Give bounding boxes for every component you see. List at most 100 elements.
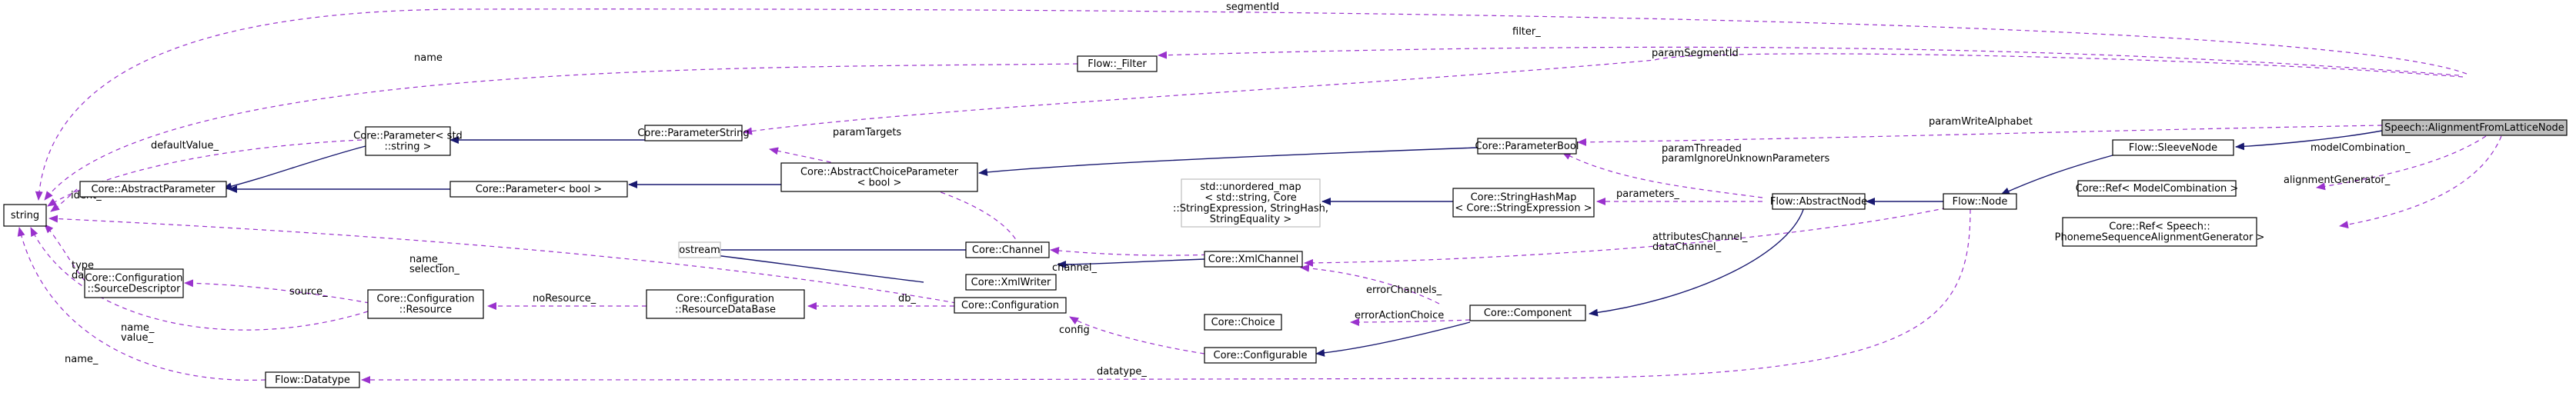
node-flow-sleeve-node[interactable]: Flow::SleeveNode [2112,139,2234,156]
node-label-line: Core::StringHashMap [1471,192,1577,204]
node-box [1204,314,1282,331]
node-core-parameter-string[interactable]: Core::ParameterString [637,125,750,141]
edge-config [1069,316,1205,354]
edge-label-line: name [414,52,443,64]
edge-filter [1158,46,2460,76]
edge-label-name: name [414,52,443,64]
node-core-ref-model-combination[interactable]: Core::Ref< ModelCombination > [2076,180,2239,197]
node-label-line: Core::Parameter< std [353,131,463,142]
edge-label-line: value_ [121,332,154,344]
edge-label-paramsegmentid: paramSegmentId [1652,48,1739,59]
node-core-parameter-bool-class[interactable]: Core::ParameterBool [1475,138,1579,155]
node-box [2062,217,2257,247]
node-box [1181,178,1321,228]
node-core-configuration-resource[interactable]: Core::Configuration::Resource [367,289,484,319]
node-label-line: Core::AbstractChoiceParameter [800,167,959,178]
node-box [367,289,484,319]
node-core-channel[interactable]: Core::Channel [965,241,1050,258]
node-core-configuration-source-descriptor[interactable]: Core::Configuration::SourceDescriptor [84,268,184,298]
node-core-xml-writer[interactable]: Core::XmlWriter [965,274,1057,291]
edge-type-data [44,224,85,281]
node-flow-filter[interactable]: Flow::_Filter [1077,55,1158,72]
node-label-line: Core::ParameterBool [1475,141,1579,152]
edge-label-line: paramTargets [833,127,901,138]
edge-label-line: paramWriteAlphabet [1929,116,2033,128]
node-core-abstract-choice-parameter[interactable]: Core::AbstractChoiceParameter< bool > [780,162,978,192]
node-core-abstract-parameter[interactable]: Core::AbstractParameter [79,181,227,198]
edge-label-line: datatype_ [1097,366,1147,378]
inheritance-edges [222,130,2383,357]
node-label-line: Flow::AbstractNode [1770,196,1867,208]
node-core-configuration[interactable]: Core::Configuration [954,297,1067,314]
edge-label-channel: channel_ [1052,262,1097,274]
node-core-configuration-resource-database[interactable]: Core::Configuration::ResourceDataBase [646,289,805,319]
node-flow-datatype[interactable]: Flow::Datatype [265,371,360,388]
node-label-line: Core::AbstractParameter [91,184,216,195]
edge-label-line: attributesChannel_ [1652,231,1748,243]
edge-label-line: paramIgnoreUnknownParameters [1662,153,1830,165]
node-box [954,297,1067,314]
node-label-line: PhonemeSequenceAlignmentGenerator > [2055,232,2265,244]
node-box [1204,251,1303,268]
node-box [449,181,628,198]
edge-source [184,279,370,304]
node-core-parameter-std-string[interactable]: Core::Parameter< std::string > [353,126,463,156]
edge-defaultvalue [47,139,363,207]
node-label-line: Core::Configuration [961,300,1059,311]
edge-label-line: errorActionChoice [1355,310,1444,321]
node-label-line: Core::XmlChannel [1208,254,1298,265]
node-box [1077,55,1158,72]
edge-label-paramtargets: paramTargets [833,127,901,138]
node-core-parameter-bool[interactable]: Core::Parameter< bool > [449,181,628,198]
node-core-string-hash-map[interactable]: Core::StringHashMap< Core::StringExpress… [1452,188,1595,218]
node-string[interactable]: string [3,204,47,227]
edge-attributeschannel [1304,205,1956,267]
edge-label-line: db_ [898,293,917,304]
node-box [678,241,721,258]
node-label-line: Core::Configuration [85,273,182,285]
edge-name-selection [48,215,982,308]
node-label-line: Core::Ref< Speech:: [2109,221,2210,233]
edge-label-line: name_ [409,254,443,265]
node-core-component[interactable]: Core::Component [1469,304,1586,321]
node-core-ref-phoneme-sequence-alignment-generator[interactable]: Core::Ref< Speech::PhonemeSequenceAlignm… [2055,217,2265,247]
node-box [780,162,978,192]
node-flow-abstract-node[interactable]: Flow::AbstractNode [1770,193,1867,210]
edge-label-line: channel_ [1052,262,1097,274]
edge-label-line: config [1059,324,1090,336]
node-ostream: ostream [678,241,721,258]
node-label-line: StringEquality > [1210,214,1292,225]
node-core-choice[interactable]: Core::Choice [1204,314,1282,331]
edge-label-noresource: noResource_ [533,293,596,304]
edge-label-db: db_ [898,293,917,304]
edge-inh-xmlwriter-to-ostream [701,251,924,283]
edge-label-line: name_ [121,322,155,334]
edge-inh-xmlchannel-to-xmlwriter [1057,258,1205,268]
node-label-line: Speech::AlignmentFromLatticeNode [2384,122,2564,134]
edge-label-name-selection: name_selection_ [409,254,459,275]
edge-label-erroractionchoice: errorActionChoice [1355,310,1444,321]
node-speech-alignment-from-lattice-node[interactable]: Speech::AlignmentFromLatticeNode [2381,119,2568,136]
edge-label-line: selection_ [409,264,459,275]
edge-paramsegmentid [743,53,2464,135]
node-label-line: ::Resource [399,304,452,316]
node-label-line: Core::Configuration [677,294,774,305]
node-core-configurable[interactable]: Core::Configurable [1204,347,1317,364]
edge-paramwritealphabet [1577,125,2383,146]
node-core-xml-channel[interactable]: Core::XmlChannel [1204,251,1303,268]
edge-label-line: filter_ [1512,26,1541,38]
edge-label-line: alignmentGenerator_ [2284,175,2391,186]
edge-label-config: config [1059,324,1090,336]
edge-label-line: defaultValue_ [151,140,219,151]
edge-label-line: type [72,260,94,271]
edge-label-parameters: parameters_ [1616,188,1679,200]
node-label-line: Core::Component [1484,308,1572,319]
edge-label-line: modelCombination_ [2310,142,2411,154]
node-label-line: Core::Parameter< bool > [476,184,602,195]
node-label-line: Core::Configuration [376,294,474,305]
node-label-line: Core::Configurable [1214,350,1308,361]
node-flow-node[interactable]: Flow::Node [1943,193,2017,210]
node-label-line: Flow::Datatype [275,374,350,386]
node-box [965,274,1057,291]
edge-label-defaultvalue: defaultValue_ [151,140,219,151]
